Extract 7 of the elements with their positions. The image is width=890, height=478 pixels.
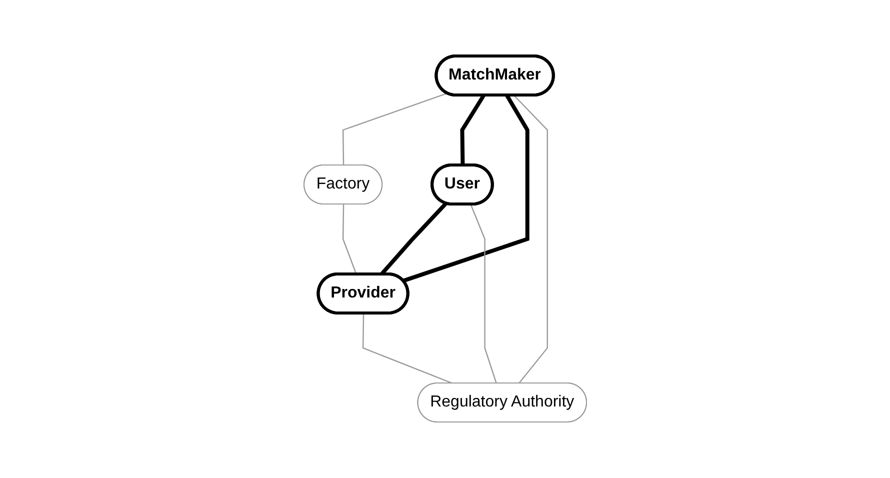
connector xyxy=(470,204,497,384)
connector xyxy=(402,94,530,283)
connector xyxy=(342,92,448,166)
connector xyxy=(460,94,486,166)
connector xyxy=(362,313,453,384)
connector xyxy=(513,95,548,384)
connector xyxy=(342,204,357,275)
